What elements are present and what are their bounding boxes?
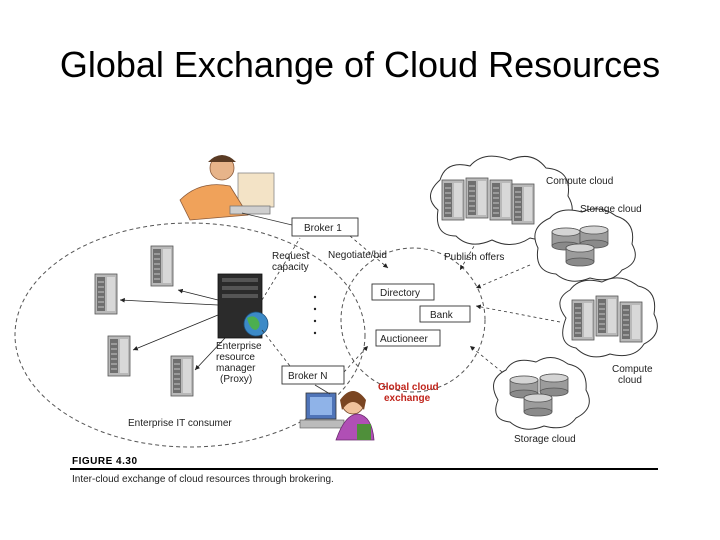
slide-title: Global Exchange of Cloud Resources	[59, 44, 661, 85]
figure-label: FIGURE 4.30	[72, 456, 138, 467]
storage-disk-icon	[523, 393, 553, 417]
business-user-icon	[179, 155, 275, 221]
it-consumer-user-icon	[299, 391, 375, 441]
compute-server-icon	[465, 177, 489, 219]
globe-icon	[243, 311, 269, 337]
compute-server-icon	[595, 295, 619, 337]
directory-label: Directory	[380, 288, 420, 299]
storage-cloud-bottom-label: Storage cloud	[514, 434, 576, 445]
enterprise-consumer-label: Enterprise IT consumer	[128, 418, 232, 429]
bank-label: Bank	[430, 310, 454, 321]
compute-cloud-top-label: Compute cloud	[546, 176, 613, 187]
auctioneer-box	[375, 329, 441, 347]
storage-disk-icon	[539, 373, 569, 397]
enterprise-boundary	[14, 222, 366, 448]
broker-1-box	[291, 217, 359, 237]
compute-server-icon	[619, 301, 643, 343]
compute-server-icon	[441, 179, 465, 221]
compute-server-icon	[511, 183, 535, 225]
enterprise-server-icon	[107, 335, 131, 377]
broker-n-box	[281, 365, 345, 385]
storage-cloud-top-label: Storage cloud	[580, 204, 642, 215]
broker-1-label: Broker 1	[304, 223, 342, 234]
auctioneer-label: Auctioneer	[380, 334, 428, 345]
figure-caption: Inter-cloud exchange of cloud resources …	[72, 474, 334, 485]
compute-server-icon	[571, 299, 595, 341]
enterprise-server-icon	[150, 245, 174, 287]
storage-disk-icon	[565, 243, 595, 267]
compute-server-icon	[489, 179, 513, 221]
enterprise-server-icon	[94, 273, 118, 315]
publish-offers-label: Publish offers	[444, 252, 504, 263]
global-exchange-boundary	[340, 247, 486, 393]
caption-divider	[70, 468, 658, 470]
directory-box	[371, 283, 435, 301]
negotiate-bid-label: Negotiate/bid	[328, 250, 387, 261]
broker-n-label: Broker N	[288, 371, 327, 382]
bank-box	[419, 305, 471, 323]
enterprise-server-icon	[170, 355, 194, 397]
